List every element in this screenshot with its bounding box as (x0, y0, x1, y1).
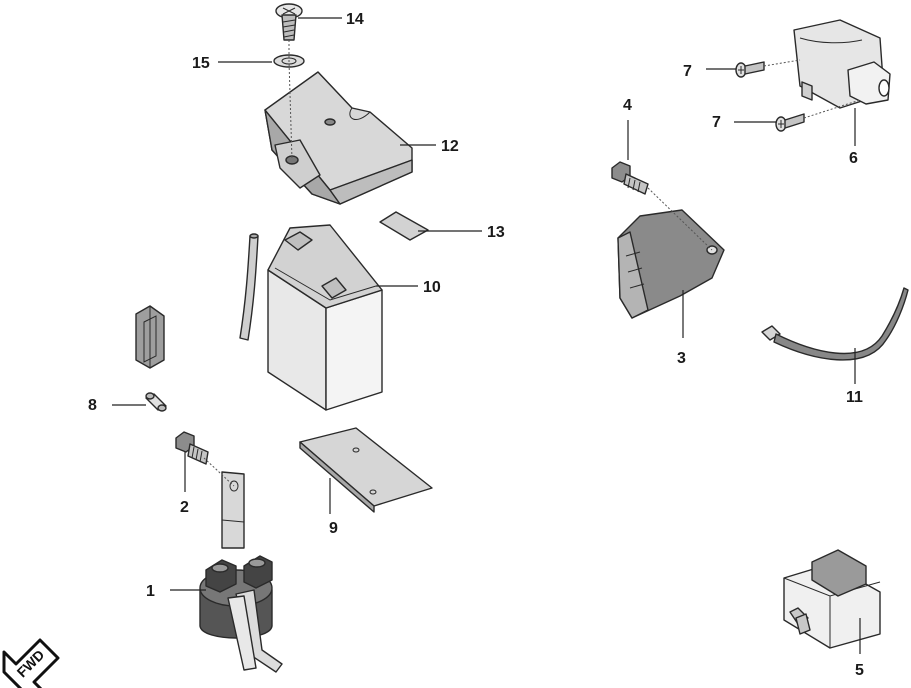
part-7-screw-lower (775, 113, 805, 132)
callout-5: 5 (855, 662, 864, 679)
callout-1: 1 (146, 583, 155, 600)
assembly-guide-lines (203, 40, 861, 487)
callout-2: 2 (180, 499, 189, 516)
fuse-holder (135, 305, 165, 369)
part-2-bolt (175, 431, 209, 465)
callout-8: 8 (88, 397, 97, 414)
part-10-battery (267, 224, 383, 411)
callout-12: 12 (441, 138, 459, 155)
callout-3: 3 (677, 350, 686, 367)
callout-11: 11 (846, 389, 863, 406)
part-13-pad (379, 211, 429, 241)
part-8-fuse (145, 392, 167, 412)
fwd-arrow-icon: FWD (2, 638, 60, 688)
part-7-screw-upper (735, 61, 765, 78)
battery-vent-tube (239, 233, 259, 341)
callout-9: 9 (329, 520, 338, 537)
leader-lines (112, 17, 861, 654)
part-14-screw (275, 3, 303, 41)
callout-14: 14 (346, 11, 364, 28)
callout-7b: 7 (712, 114, 721, 131)
part-4-bolt (611, 161, 649, 195)
callout-10: 10 (423, 279, 441, 296)
part-5-relay-unit (783, 549, 881, 649)
callout-6: 6 (849, 150, 858, 167)
part-11-cable-tie (761, 287, 909, 361)
callout-7a: 7 (683, 63, 692, 80)
callout-labels: 1 2 3 4 5 6 7 7 8 9 10 11 12 13 14 15 (88, 11, 864, 679)
part-12-battery-cover (264, 71, 413, 205)
callout-4: 4 (623, 97, 632, 114)
part-9-battery-tray (299, 427, 433, 513)
callout-13: 13 (487, 224, 505, 241)
callout-15: 15 (192, 55, 210, 72)
part-1-starter-relay (199, 471, 283, 673)
part-6-module (793, 19, 891, 109)
part-3-regulator (617, 209, 725, 319)
